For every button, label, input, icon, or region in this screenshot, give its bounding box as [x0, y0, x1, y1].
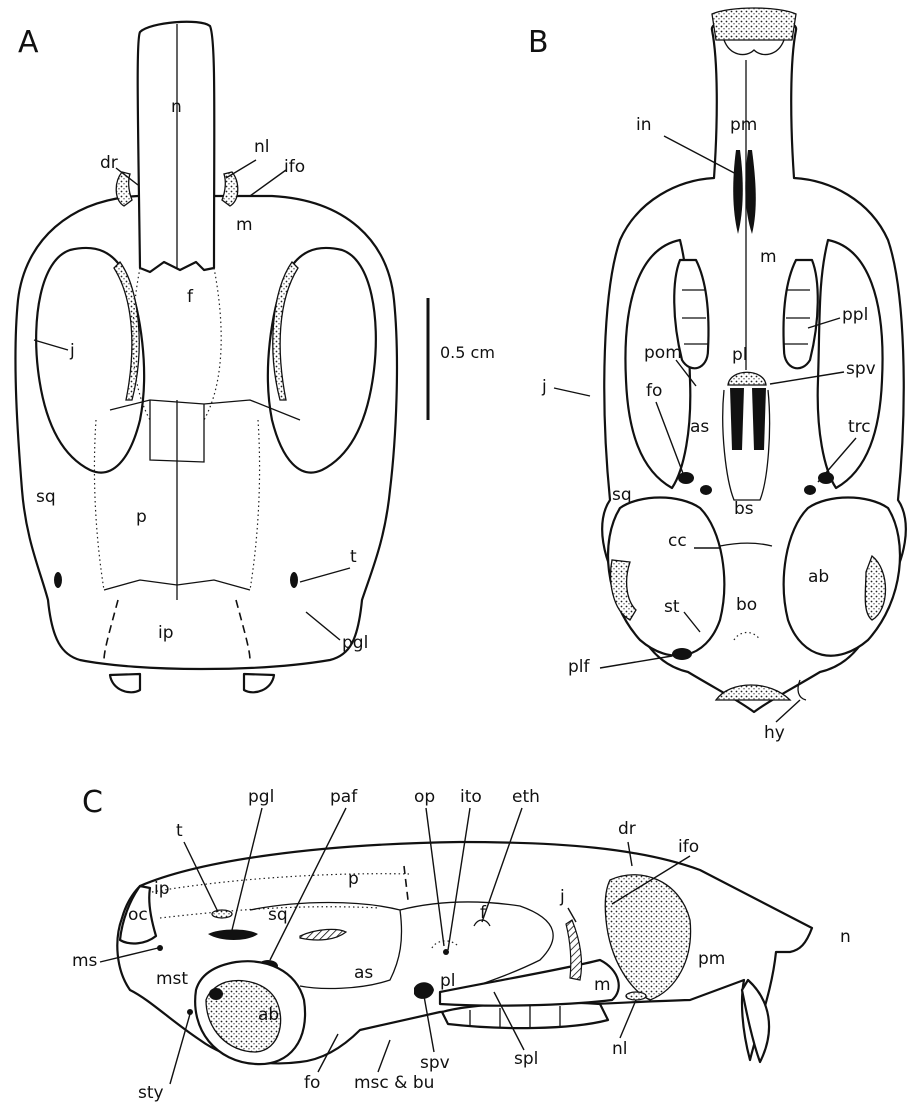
panel-c-lateral-view: C	[72, 785, 851, 1103]
b-label-bs: bs	[734, 499, 754, 519]
panel-c-letter: C	[82, 785, 103, 820]
c-label-dr: dr	[618, 819, 636, 839]
a-left-ifo	[116, 172, 132, 206]
a-label-j: j	[69, 341, 75, 361]
c-label-ip: ip	[154, 879, 170, 899]
b-right-trc	[804, 485, 816, 495]
b-label-fo: fo	[646, 381, 662, 401]
b-label-cc: cc	[668, 531, 687, 551]
c-label-mst: mst	[156, 969, 188, 989]
panel-b-letter: B	[528, 25, 549, 60]
c-meatus	[209, 988, 223, 1000]
b-label-hy: hy	[764, 723, 785, 743]
c-label-n: n	[840, 927, 851, 947]
c-label-pm: pm	[698, 949, 725, 969]
c-label-pl: pl	[440, 971, 456, 991]
c-label-m: m	[594, 975, 611, 995]
b-label-m: m	[760, 247, 777, 267]
scale-bar: 0.5 cm	[428, 298, 495, 420]
a-right-ifo	[222, 172, 238, 206]
c-label-msc-bu: msc & bu	[354, 1073, 434, 1093]
c-label-t: t	[176, 821, 183, 841]
c-label-pgl: pgl	[248, 787, 274, 807]
b-label-ab: ab	[808, 567, 829, 587]
a-label-n: n	[171, 97, 182, 117]
c-label-sq: sq	[268, 905, 288, 925]
c-label-fo: fo	[304, 1073, 320, 1093]
b-incisor-tips	[712, 8, 796, 40]
scale-bar-label: 0.5 cm	[440, 343, 495, 362]
b-label-sq: sq	[612, 485, 632, 505]
a-left-temporal-foramen	[54, 572, 62, 588]
b-left-trc	[700, 485, 712, 495]
c-label-oc: oc	[128, 905, 148, 925]
panel-a-letter: A	[18, 25, 39, 60]
panel-a-dorsal-view: A n nl dr ifo m f j sq p t	[15, 22, 397, 693]
a-label-nl: nl	[254, 137, 270, 157]
a-label-pgl: pgl	[342, 633, 368, 653]
c-label-p: p	[348, 869, 359, 889]
c-t-foramen	[212, 910, 232, 918]
b-label-ppl: ppl	[842, 305, 868, 325]
b-label-in: in	[636, 115, 652, 135]
a-nasal-bones	[138, 22, 215, 272]
c-label-spv: spv	[420, 1053, 450, 1073]
b-label-trc: trc	[848, 417, 871, 437]
c-label-j: j	[559, 887, 565, 907]
a-label-m: m	[236, 215, 253, 235]
a-occipital-condyles	[110, 674, 274, 692]
b-label-pl: pl	[732, 345, 748, 365]
a-label-dr: dr	[100, 153, 118, 173]
a-label-t: t	[350, 547, 357, 567]
b-spv-left	[730, 388, 744, 450]
a-right-temporal-foramen	[290, 572, 298, 588]
c-label-ms: ms	[72, 951, 98, 971]
c-label-eth: eth	[512, 787, 540, 807]
c-nl-opening	[626, 992, 646, 1000]
a-label-ip: ip	[158, 623, 174, 643]
c-label-ito: ito	[460, 787, 482, 807]
a-label-f: f	[187, 287, 194, 307]
b-label-pm: pm	[730, 115, 757, 135]
b-label-spv: spv	[846, 359, 876, 379]
b-label-j: j	[541, 377, 547, 397]
c-label-f: f	[480, 903, 487, 923]
a-label-ifo: ifo	[284, 157, 305, 177]
c-label-spl: spl	[514, 1049, 538, 1069]
b-label-bo: bo	[736, 595, 757, 615]
c-label-nl: nl	[612, 1039, 628, 1059]
c-label-op: op	[414, 787, 435, 807]
b-left-fo	[678, 472, 694, 484]
b-label-st: st	[664, 597, 680, 617]
c-label-as: as	[354, 963, 373, 983]
a-label-p: p	[136, 507, 147, 527]
c-label-ab: ab	[258, 1005, 279, 1025]
b-label-as: as	[690, 417, 709, 437]
b-plf-foramen	[672, 648, 692, 660]
b-spv-right	[752, 388, 766, 450]
c-label-sty: sty	[138, 1083, 164, 1103]
a-label-sq: sq	[36, 487, 56, 507]
c-label-ifo: ifo	[678, 837, 699, 857]
c-label-paf: paf	[330, 787, 358, 807]
b-label-plf: plf	[568, 657, 591, 677]
panel-b-ventral-view: B pm	[528, 8, 906, 743]
